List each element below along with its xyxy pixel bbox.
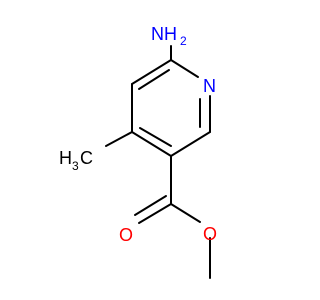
bond-c6-c5-inner xyxy=(138,69,170,90)
bond-carbonyl-o-2 xyxy=(134,195,167,216)
carbonyl-o-label: O xyxy=(119,225,133,245)
bond-c6-c5 xyxy=(131,59,172,85)
bonds xyxy=(105,45,211,279)
ring-n-label: N xyxy=(203,76,216,96)
bond-c4-methyl xyxy=(105,131,133,147)
ester-o-label: O xyxy=(203,224,217,244)
methyl-h: H xyxy=(59,148,72,168)
amine-subscript: 2 xyxy=(180,34,187,48)
atom-labels: NH 2 N H 3 C O O xyxy=(59,24,217,245)
amine-n-text: NH xyxy=(151,24,177,44)
methyl-subscript: 3 xyxy=(72,159,79,173)
bond-c6-n1 xyxy=(170,59,199,78)
bond-carbonyl-ester-o xyxy=(170,203,201,223)
bond-c3-c2 xyxy=(170,131,211,157)
bond-carbonyl-o-1 xyxy=(138,203,172,224)
structure-diagram: NH 2 N H 3 C O O xyxy=(59,24,217,279)
methyl-c: C xyxy=(80,148,93,168)
bond-c4-c3 xyxy=(131,131,172,157)
bond-c4-c3-inner xyxy=(139,127,172,147)
